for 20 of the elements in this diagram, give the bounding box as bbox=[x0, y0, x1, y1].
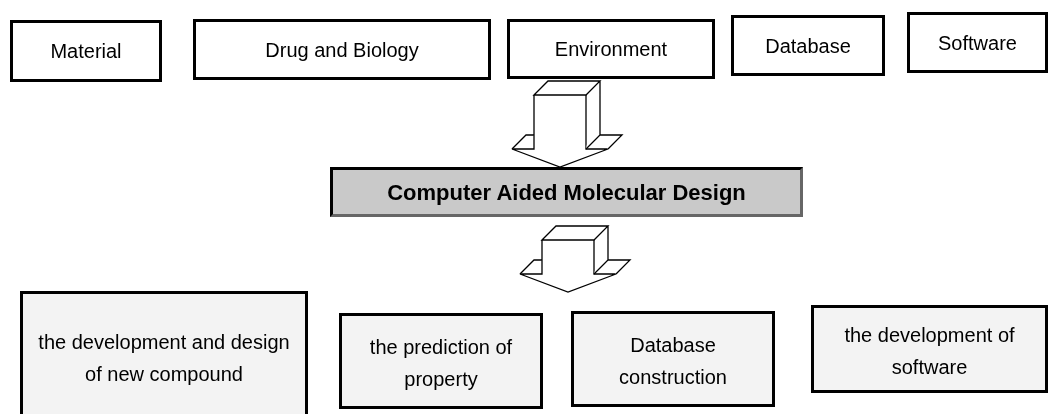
title-box bbox=[330, 167, 803, 217]
process-box bbox=[507, 19, 715, 79]
process-box bbox=[10, 20, 162, 82]
box-label: Computer Aided Molecular Design bbox=[387, 178, 746, 207]
process-box bbox=[731, 15, 885, 76]
process-box bbox=[811, 305, 1048, 393]
box-label: Material bbox=[50, 39, 122, 64]
box-label: the prediction of property bbox=[368, 335, 514, 392]
process-box bbox=[193, 19, 491, 80]
box-label: Database construction bbox=[618, 333, 728, 390]
box-label: Database bbox=[765, 33, 851, 59]
box-label: the development and design of new compound bbox=[37, 330, 291, 387]
box-label: Environment bbox=[554, 37, 668, 62]
process-box bbox=[571, 311, 775, 407]
process-box bbox=[907, 12, 1048, 73]
box-label: Drug and Biology bbox=[265, 37, 419, 63]
process-box bbox=[20, 291, 308, 414]
process-box bbox=[339, 313, 543, 409]
box-label: Software bbox=[938, 30, 1017, 56]
box-label: the development of software bbox=[843, 323, 1016, 380]
